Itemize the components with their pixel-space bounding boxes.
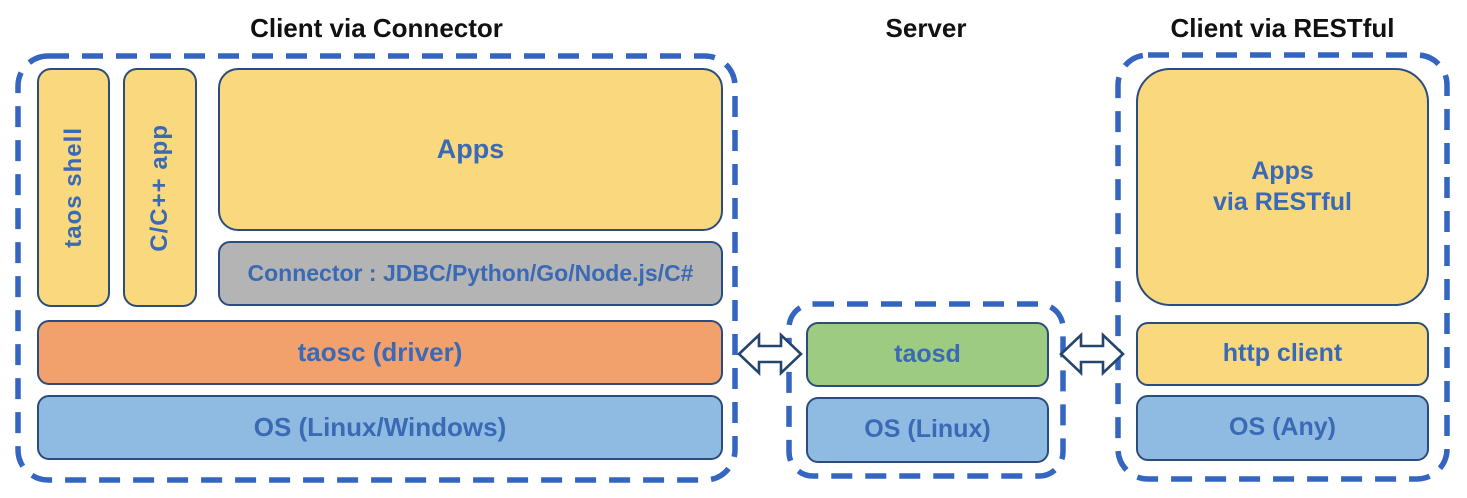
apps-via-restful-label-line2: via RESTful — [1213, 188, 1352, 216]
double-arrow-icon — [1059, 331, 1125, 377]
connector-label: Connector : JDBC/Python/Go/Node.js/C# — [247, 260, 694, 287]
cpp-app-box: C/C++ app — [123, 68, 197, 307]
apps-via-restful-box: Apps via RESTful — [1136, 68, 1429, 306]
taos-shell-box: taos shell — [37, 68, 110, 307]
apps-label: Apps — [436, 133, 505, 164]
taosd-box: taosd — [806, 322, 1049, 387]
client-restful-dashed-border — [1115, 52, 1450, 482]
http-client-box: http client — [1136, 322, 1429, 386]
taosc-driver-box: taosc (driver) — [37, 320, 723, 385]
apps-via-restful-label-line1: Apps — [1251, 156, 1314, 185]
server-dashed-border — [786, 301, 1066, 479]
taosc-driver-label: taosc (driver) — [297, 337, 463, 368]
apps-box: Apps — [218, 68, 723, 231]
client-connector-dashed-border — [15, 53, 738, 483]
client-connector-title: Client via Connector — [250, 13, 503, 43]
os-linux-windows-box: OS (Linux/Windows) — [37, 395, 723, 460]
os-any-box: OS (Any) — [1136, 395, 1429, 461]
os-linux-windows-label: OS (Linux/Windows) — [253, 412, 507, 443]
server-title: Server — [885, 13, 967, 43]
os-linux-box: OS (Linux) — [806, 397, 1049, 463]
connector-box: Connector : JDBC/Python/Go/Node.js/C# — [218, 241, 723, 306]
http-client-label: http client — [1222, 339, 1343, 368]
os-linux-label: OS (Linux) — [864, 415, 991, 444]
taos-shell-label: taos shell — [59, 127, 87, 248]
double-arrow-icon — [737, 331, 803, 377]
taosd-label: taosd — [894, 339, 961, 368]
cpp-app-label: C/C++ app — [146, 123, 173, 252]
os-any-label: OS (Any) — [1229, 413, 1336, 442]
client-restful-title: Client via RESTful — [1170, 13, 1395, 43]
